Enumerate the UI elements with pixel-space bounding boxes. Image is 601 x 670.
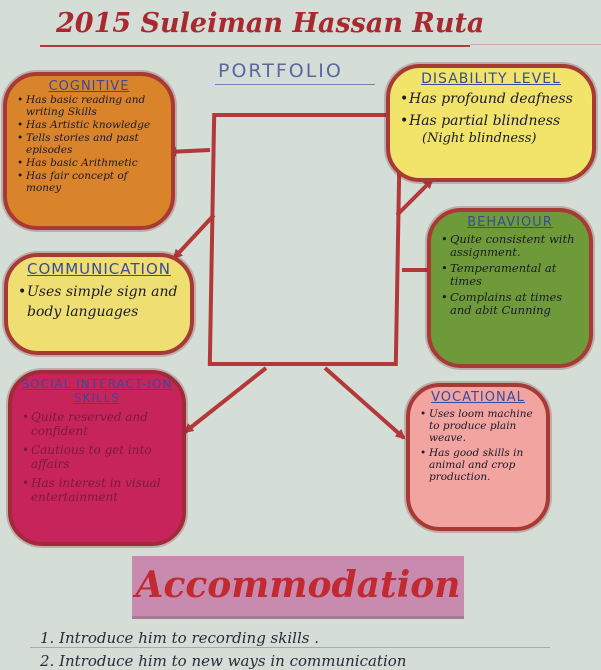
list-item: Uses simple sign and body languages	[18, 282, 184, 322]
arrow-icon	[166, 146, 211, 157]
disability-title: DISABILITY LEVEL	[421, 71, 561, 87]
accommodation-banner: Accommodation	[132, 556, 464, 619]
vocational-cloud: VOCATIONAL Uses loom machine to produce …	[406, 383, 550, 531]
arrow-icon	[172, 213, 216, 260]
ruled-line	[30, 647, 550, 648]
title-underline	[40, 45, 470, 47]
list-item: Complains at times and abit Cunning	[441, 291, 583, 317]
cognitive-cloud: COGNITIVE Has basic reading and writing …	[3, 72, 175, 230]
title-underline-right	[470, 44, 601, 45]
arrow-icon	[395, 178, 434, 217]
portfolio-label: PORTFOLIO	[218, 60, 343, 82]
accommodation-line: 2. Introduce him to new ways in communic…	[40, 652, 407, 670]
list-item: Has basic reading and writing Skills	[17, 94, 165, 118]
communication-title: COMMUNICATION	[27, 260, 171, 278]
list-item: Tells stories and past episodes	[17, 132, 165, 156]
cognitive-title: COGNITIVE	[48, 79, 130, 94]
list-item: Temperamental at times	[441, 262, 583, 288]
behaviour-title: BEHAVIOUR	[467, 215, 553, 230]
list-item: Has basic Arithmetic	[17, 157, 165, 169]
social-title: SOCIAL INTERACT-ION SKILLS	[21, 377, 173, 405]
disability-level-cloud: DISABILITY LEVEL Has profound deafness H…	[386, 64, 596, 182]
list-item: Has profound deafness	[400, 90, 586, 109]
social-interaction-cloud: SOCIAL INTERACT-ION SKILLS Quite reserve…	[8, 370, 186, 546]
page-title: 2015 Suleiman Hassan Ruta	[56, 8, 485, 39]
portfolio-underline	[215, 84, 375, 85]
list-item: Quite consistent with assignment.	[441, 233, 583, 259]
disability-note: (Night blindness)	[422, 131, 537, 146]
behaviour-cloud: BEHAVIOUR Quite consistent with assignme…	[427, 208, 593, 368]
list-item: Has fair concept of money	[17, 170, 165, 194]
list-item: Has Artistic knowledge	[17, 119, 165, 131]
arrow-icon	[183, 366, 268, 434]
list-item: Cautious to get into affairs	[22, 443, 176, 471]
accommodation-heading: Accommodation	[135, 564, 461, 606]
list-item: Has good skills in animal and crop produ…	[420, 447, 540, 483]
arrow-icon	[323, 366, 406, 440]
vocational-title: VOCATIONAL	[431, 390, 525, 405]
list-item: Has interest in visual entertainment	[22, 476, 176, 504]
list-item: Has partial blindness	[400, 112, 586, 131]
accommodation-line: 1. Introduce him to recording skills .	[40, 629, 319, 647]
list-item: Uses loom machine to produce plain weave…	[420, 408, 540, 444]
communication-cloud: COMMUNICATION Uses simple sign and body …	[4, 253, 194, 355]
list-item: Quite reserved and confident	[22, 410, 176, 438]
